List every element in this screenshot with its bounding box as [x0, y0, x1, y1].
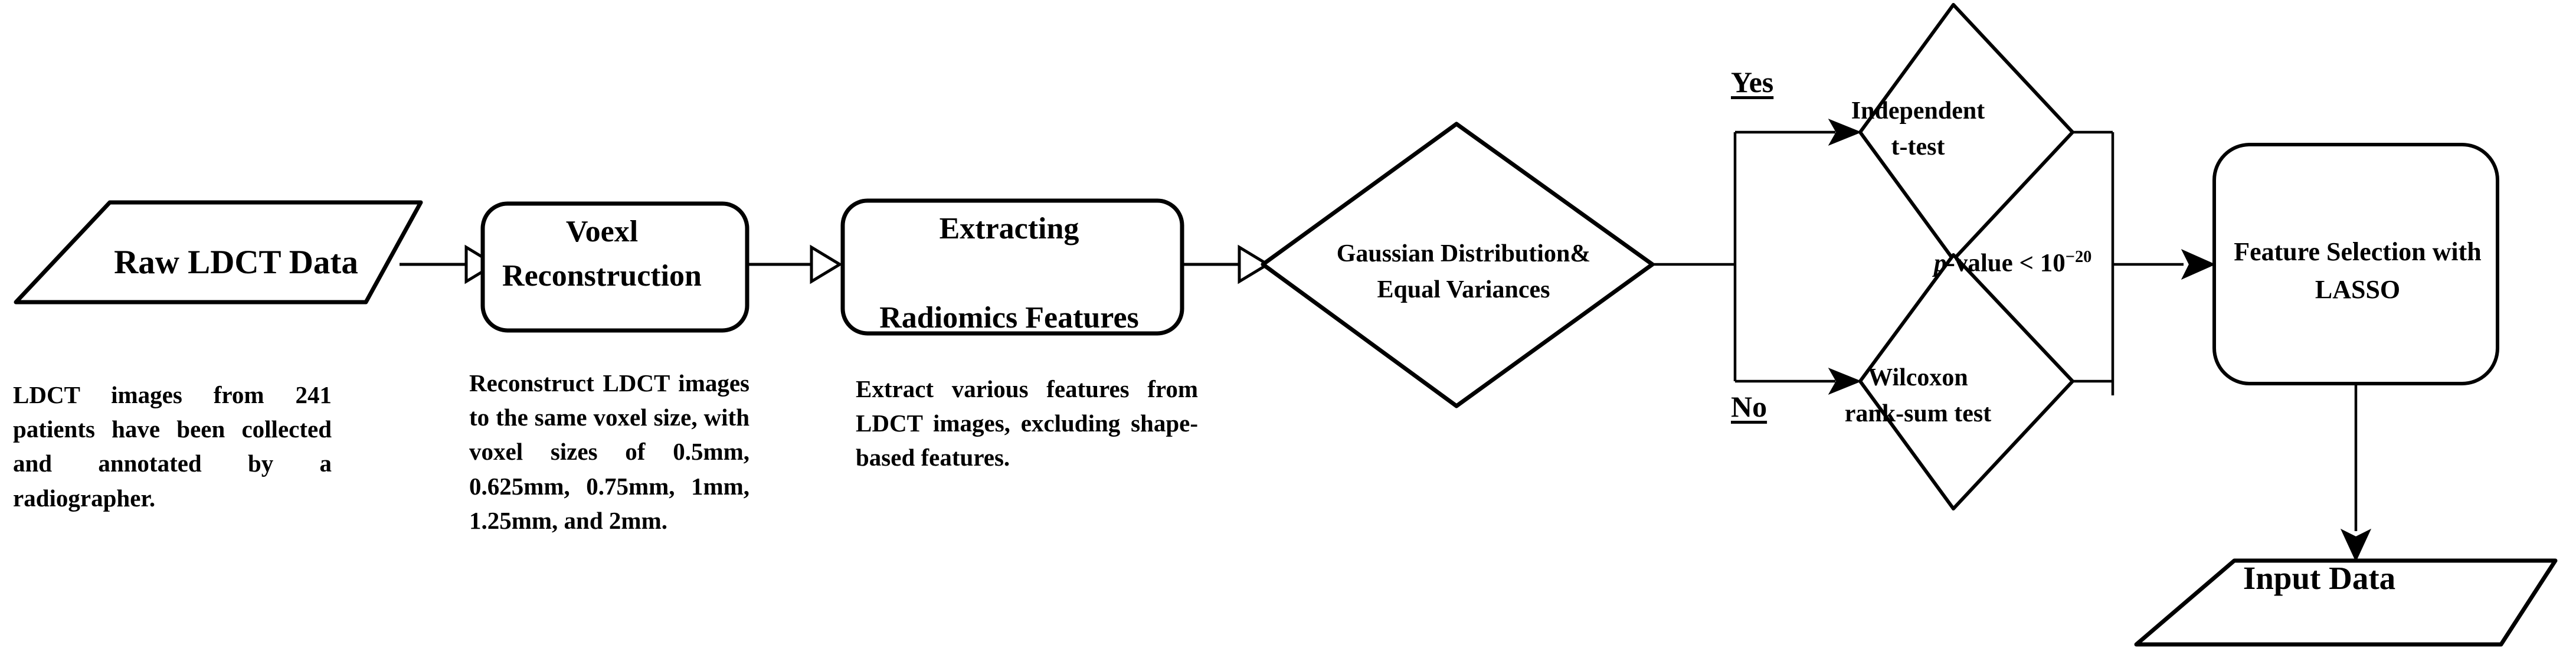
edge-raw-to-voxel-arrowhead: [464, 244, 497, 284]
branch-label-no: No: [1731, 390, 1767, 423]
node-wilcoxon-test-shape[interactable]: [1858, 253, 2074, 510]
node-raw-data-shape[interactable]: [14, 200, 423, 305]
p-value-symbol: p: [1934, 249, 1947, 277]
edge-yes-branch-arrowhead: [1828, 118, 1862, 146]
p-value-body: -value < 10: [1946, 249, 2066, 277]
edge-merge-to-lasso-arrowhead: [2181, 248, 2216, 280]
edge-extract-to-gaussian-arrowhead: [1238, 244, 1271, 284]
node-lasso-selection-shape[interactable]: [2212, 143, 2499, 385]
p-value-exponent: −20: [2065, 248, 2092, 266]
branch-label-yes: Yes: [1731, 66, 1774, 99]
node-extract-features-shape[interactable]: [840, 198, 1184, 336]
caption-voxel-reconstruction: Reconstruct LDCT images to the same voxe…: [469, 369, 749, 534]
edge-voxel-to-extract-arrowhead: [810, 244, 843, 284]
p-value-annotation: p-value < 10−20: [1934, 248, 2091, 277]
node-independent-ttest-shape[interactable]: [1858, 3, 2074, 261]
caption-extract-features: Extract various features from LDCT image…: [856, 375, 1198, 472]
node-input-data-shape[interactable]: [2134, 558, 2558, 647]
caption-raw-data: LDCT images from 241 patients have been …: [13, 381, 332, 512]
edge-lasso-to-input-arrowhead: [2340, 528, 2372, 562]
edge-no-branch-arrowhead: [1828, 367, 1862, 395]
node-voxel-reconstruction-shape[interactable]: [480, 201, 749, 333]
node-gaussian-decision-shape[interactable]: [1261, 122, 1655, 408]
